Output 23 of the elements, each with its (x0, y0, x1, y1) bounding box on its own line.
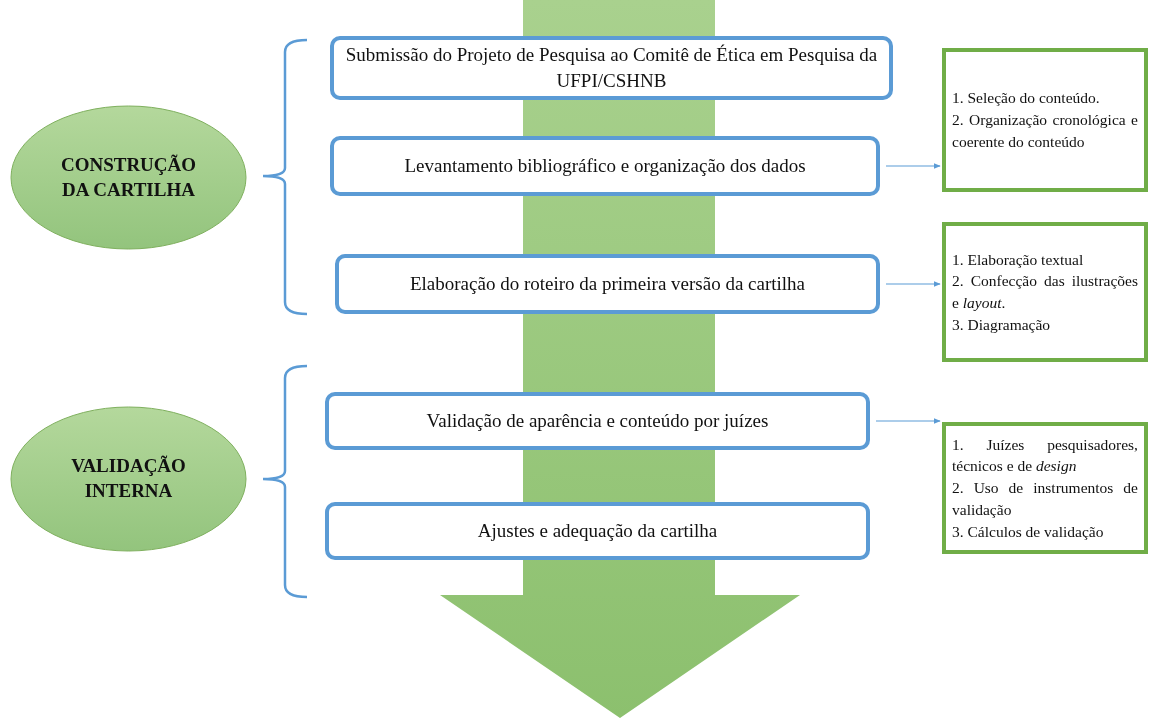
arrow (875, 418, 941, 424)
detail-box (942, 422, 1148, 554)
stage-ellipse (10, 105, 247, 250)
detail-box (942, 222, 1148, 362)
list-item: 1. Seleção do conteúdo. (952, 88, 1101, 109)
process-box: Validação de aparência e conteúdo por juízes (325, 392, 870, 450)
list-item: 3. Diagramação (952, 314, 1052, 335)
list-item: 1. Juízes pesquisadores, técnicos e de design (952, 434, 1138, 477)
stage-label: VALIDAÇÃO INTERNA (70, 454, 187, 503)
list-item: 3. Cálculos de validação (952, 521, 1105, 542)
process-box: Submissão do Projeto de Pesquisa ao Comitê de Ética em Pesquisa da UFPI/CSHNB (330, 36, 893, 100)
list-item: 2. Uso de instrumentos de validação (952, 478, 1138, 520)
stage-ellipse (10, 406, 247, 552)
process-box: Elaboração do roteiro da primeira versão da cartilha (335, 254, 880, 314)
list-item: 2. Organização cronológica e coerente do conteúdo (952, 110, 1138, 152)
process-box: Ajustes e adequação da cartilha (325, 502, 870, 560)
arrow (885, 163, 941, 169)
stage-label: CONSTRUÇÃO DA CARTILHA (59, 152, 198, 202)
process-box: Levantamento bibliográfico e organização dos dados (330, 136, 880, 196)
list-item: 2. Confecção das ilustrações e layout. (952, 271, 1138, 313)
detail-box (942, 48, 1148, 192)
list-item: 1. Elaboração textual (952, 249, 1085, 270)
arrow (885, 281, 941, 287)
